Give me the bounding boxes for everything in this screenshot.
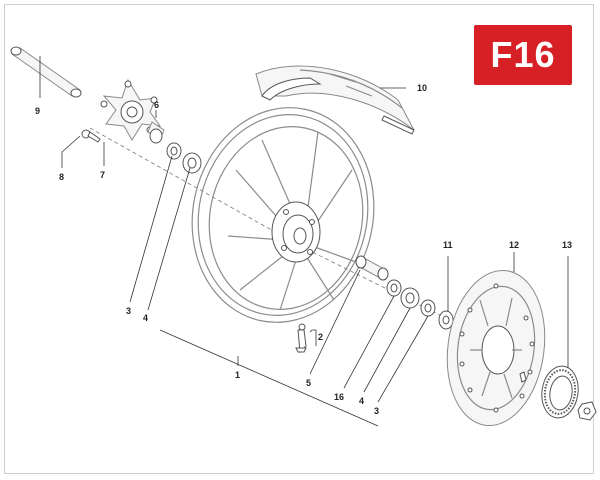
wheel-axle xyxy=(10,46,82,98)
callout-4-left: 4 xyxy=(143,313,148,323)
right-spacer-ring xyxy=(386,279,402,297)
callout-1: 1 xyxy=(235,370,240,380)
flange-bolt xyxy=(81,129,101,143)
callout-10: 10 xyxy=(417,83,427,93)
axle-nut xyxy=(577,401,597,421)
hub-spacer xyxy=(355,255,389,281)
small-bolt xyxy=(519,371,527,383)
flange-spacer xyxy=(147,121,165,144)
diagram-frame xyxy=(4,4,594,474)
callout-8: 8 xyxy=(59,172,64,182)
right-bearing xyxy=(400,287,420,309)
leader-lines xyxy=(39,56,569,427)
callout-7: 7 xyxy=(100,170,105,180)
callout-5: 5 xyxy=(306,378,311,388)
brake-disc xyxy=(446,269,546,427)
wheel-rim xyxy=(191,107,375,323)
right-oil-seal xyxy=(420,299,436,317)
assembly-axis-line-right xyxy=(299,245,471,331)
section-code-badge: F16 xyxy=(474,25,572,85)
callout-9: 9 xyxy=(35,106,40,116)
callout-11: 11 xyxy=(443,240,453,250)
washer xyxy=(438,310,454,330)
callout-4-right: 4 xyxy=(359,396,364,406)
abs-tone-ring xyxy=(541,365,579,419)
left-oil-seal xyxy=(166,142,182,160)
callout-6: 6 xyxy=(154,100,159,110)
disc-carrier-flange xyxy=(100,78,162,141)
left-bearing xyxy=(182,152,202,174)
section-code: F16 xyxy=(490,34,556,75)
callout-3-right: 3 xyxy=(374,406,379,416)
callout-2: 2 xyxy=(318,332,323,342)
callout-13: 13 xyxy=(562,240,572,250)
tyre xyxy=(255,65,415,135)
callout-12: 12 xyxy=(509,240,519,250)
tyre-valve xyxy=(295,323,307,354)
assembly-axis-line xyxy=(89,127,301,247)
callout-16: 16 xyxy=(334,392,344,402)
callout-3-left: 3 xyxy=(126,306,131,316)
